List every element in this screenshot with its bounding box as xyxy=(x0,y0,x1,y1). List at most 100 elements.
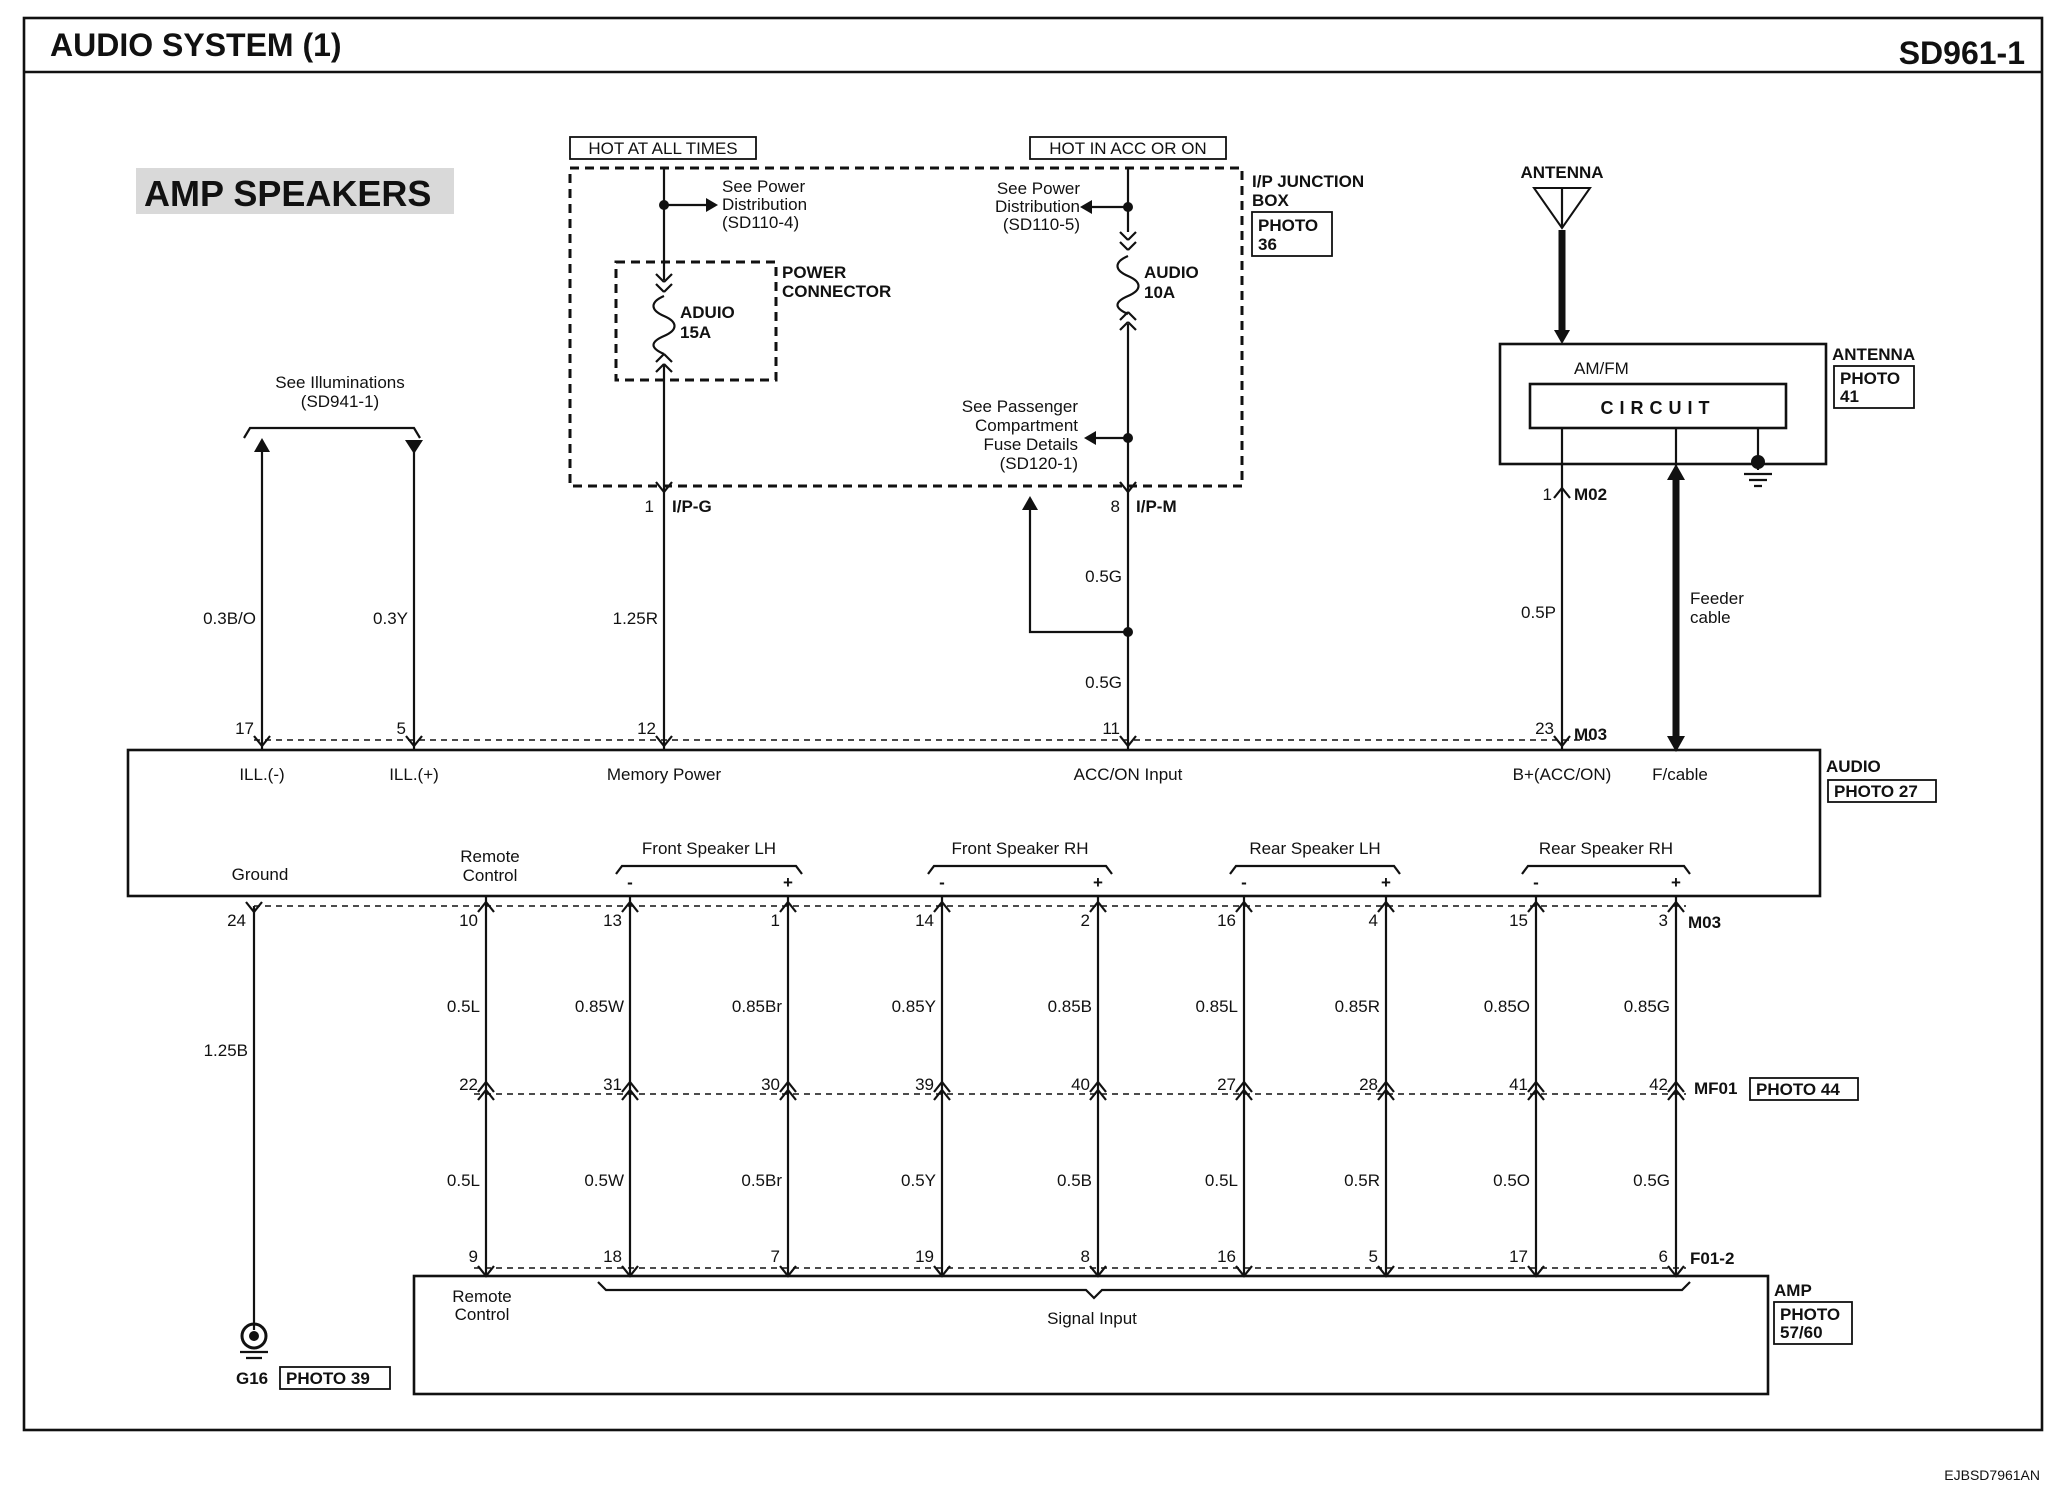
mf01-conn: MF01 xyxy=(1694,1079,1737,1098)
plus-sign: + xyxy=(1671,873,1681,892)
speaker-group-label: Rear Speaker RH xyxy=(1539,839,1673,858)
antenna-label: ANTENNA xyxy=(1832,345,1915,364)
speaker-group-label: Rear Speaker LH xyxy=(1249,839,1380,858)
ip-junction-box xyxy=(568,166,1244,488)
f01-pin: 18 xyxy=(603,1247,622,1266)
f01-pin: 9 xyxy=(469,1247,478,1266)
top-pin-name: F/cable xyxy=(1652,765,1708,784)
m03-connector-icon xyxy=(933,900,951,913)
m03-connector-icon xyxy=(1527,900,1545,913)
amp-signal: Signal Input xyxy=(1047,1309,1137,1328)
feeder-1: Feeder xyxy=(1690,589,1744,608)
m03-connector-icon xyxy=(1235,900,1253,913)
see-power-left-2: Distribution xyxy=(722,195,807,214)
upper-wire-label: 0.85R xyxy=(1335,997,1380,1016)
power-connector-box xyxy=(614,260,778,382)
illumination-2: (SD941-1) xyxy=(301,392,379,411)
amp-label: AMP xyxy=(1774,1281,1812,1300)
see-power-right-arrow xyxy=(1080,200,1092,214)
speaker-group-bracket xyxy=(615,864,803,875)
audio-unit xyxy=(126,748,1822,898)
antenna-circuit-box xyxy=(1528,382,1788,430)
antenna-photo-1: PHOTO xyxy=(1840,369,1900,388)
bplus-wire-label: 0.5P xyxy=(1521,603,1556,622)
acc-feedback-arrow xyxy=(1022,496,1038,510)
m02-connector-icon xyxy=(1553,486,1571,499)
lower-wire-label: 0.5R xyxy=(1344,1171,1380,1190)
top-pin-number: 17 xyxy=(235,719,254,738)
minus-sign: - xyxy=(627,873,633,892)
amp-photo-1: PHOTO xyxy=(1780,1305,1840,1324)
lower-wire-label: 0.5G xyxy=(1633,1171,1670,1190)
speaker-group-bracket xyxy=(1521,864,1691,875)
feeder-arrow-top xyxy=(1667,464,1685,480)
speaker-group-label: Front Speaker LH xyxy=(642,839,776,858)
ill-plus-arrow xyxy=(405,440,423,454)
plus-sign: + xyxy=(783,873,793,892)
top-pin-connector-icon xyxy=(1119,735,1137,748)
upper-wire-label: 1.25B xyxy=(204,1041,248,1060)
fuse-right-gap xyxy=(1118,232,1138,324)
mf01-pin: 39 xyxy=(915,1075,934,1094)
audio-top-conn: M03 xyxy=(1574,725,1607,744)
top-pin-connector-icon xyxy=(253,735,271,748)
lower-wire-label: 0.5O xyxy=(1493,1171,1530,1190)
fuse-right-1: AUDIO xyxy=(1144,263,1199,282)
m03-connector-icon xyxy=(1377,900,1395,913)
m03-pin: 4 xyxy=(1369,911,1378,930)
ipm-pin: 8 xyxy=(1111,497,1120,516)
antenna-ground-dot xyxy=(1751,455,1765,469)
fuse-left-2: 15A xyxy=(680,323,711,342)
mf01-pin: 31 xyxy=(603,1075,622,1094)
fuse-left-top-contact xyxy=(655,273,673,293)
f01-pin: 16 xyxy=(1217,1247,1236,1266)
feeder-arrow-bottom xyxy=(1667,736,1685,752)
speaker-group-label: Front Speaker RH xyxy=(952,839,1089,858)
upper-wire-label: 0.85Y xyxy=(892,997,936,1016)
antenna-title: ANTENNA xyxy=(1520,163,1603,182)
mf01-photo: PHOTO 44 xyxy=(1756,1080,1840,1099)
mf01-pin: 40 xyxy=(1071,1075,1090,1094)
ipg-conn: I/P-G xyxy=(672,497,712,516)
power-connector-2: CONNECTOR xyxy=(782,282,891,301)
mf01-connector-icon xyxy=(1667,1080,1685,1101)
minus-sign: - xyxy=(939,873,945,892)
ground-g16-icon xyxy=(240,1350,268,1360)
passenger-arrow xyxy=(1084,431,1096,445)
top-pin-number: 23 xyxy=(1535,719,1554,738)
speaker-groups: Front Speaker LH-+Front Speaker RH-+Rear… xyxy=(615,839,1691,892)
speaker-group-bracket xyxy=(1229,864,1401,875)
page-title: AUDIO SYSTEM (1) xyxy=(50,27,342,63)
fuse-left-gap xyxy=(654,280,674,364)
top-pin-name: Memory Power xyxy=(607,765,722,784)
fuse-right-top-contact xyxy=(1119,231,1137,251)
top-pin-name: B+(ACC/ON) xyxy=(1513,765,1612,784)
junction-photo-1: PHOTO xyxy=(1258,216,1318,235)
mf01-connector-icon xyxy=(1089,1080,1107,1101)
hot-acc-label: HOT IN ACC OR ON xyxy=(1049,139,1206,158)
mf01-pin: 28 xyxy=(1359,1075,1378,1094)
ground-photo-box xyxy=(279,1366,391,1390)
mf01-connector-icon xyxy=(933,1080,951,1101)
amp-remote-2: Control xyxy=(455,1305,510,1324)
mf01-pin: 42 xyxy=(1649,1075,1668,1094)
top-pin-connector-icon xyxy=(655,735,673,748)
top-pin-name: ILL.(+) xyxy=(389,765,439,784)
feeder-2: cable xyxy=(1690,608,1731,627)
upper-wire-label: 0.5L xyxy=(447,997,480,1016)
antenna-cable-arrow xyxy=(1554,330,1570,344)
lower-wire-label: 0.5B xyxy=(1057,1171,1092,1190)
speaker-group-bracket xyxy=(927,864,1113,875)
lower-wire-label: 0.5Y xyxy=(901,1171,936,1190)
upper-wire-label: 0.85W xyxy=(575,997,624,1016)
mf01-pin: 41 xyxy=(1509,1075,1528,1094)
m03-pin: 16 xyxy=(1217,911,1236,930)
junction-photo-2: 36 xyxy=(1258,235,1277,254)
mf01-pin: 30 xyxy=(761,1075,780,1094)
top-wire-label: 0.5G xyxy=(1085,673,1122,692)
top-pin-connector-icon xyxy=(405,735,423,748)
lower-wire-label: 0.5Br xyxy=(741,1171,782,1190)
m03-pin: 10 xyxy=(459,911,478,930)
top-wire-label: 0.3Y xyxy=(373,609,408,628)
plus-sign: + xyxy=(1093,873,1103,892)
